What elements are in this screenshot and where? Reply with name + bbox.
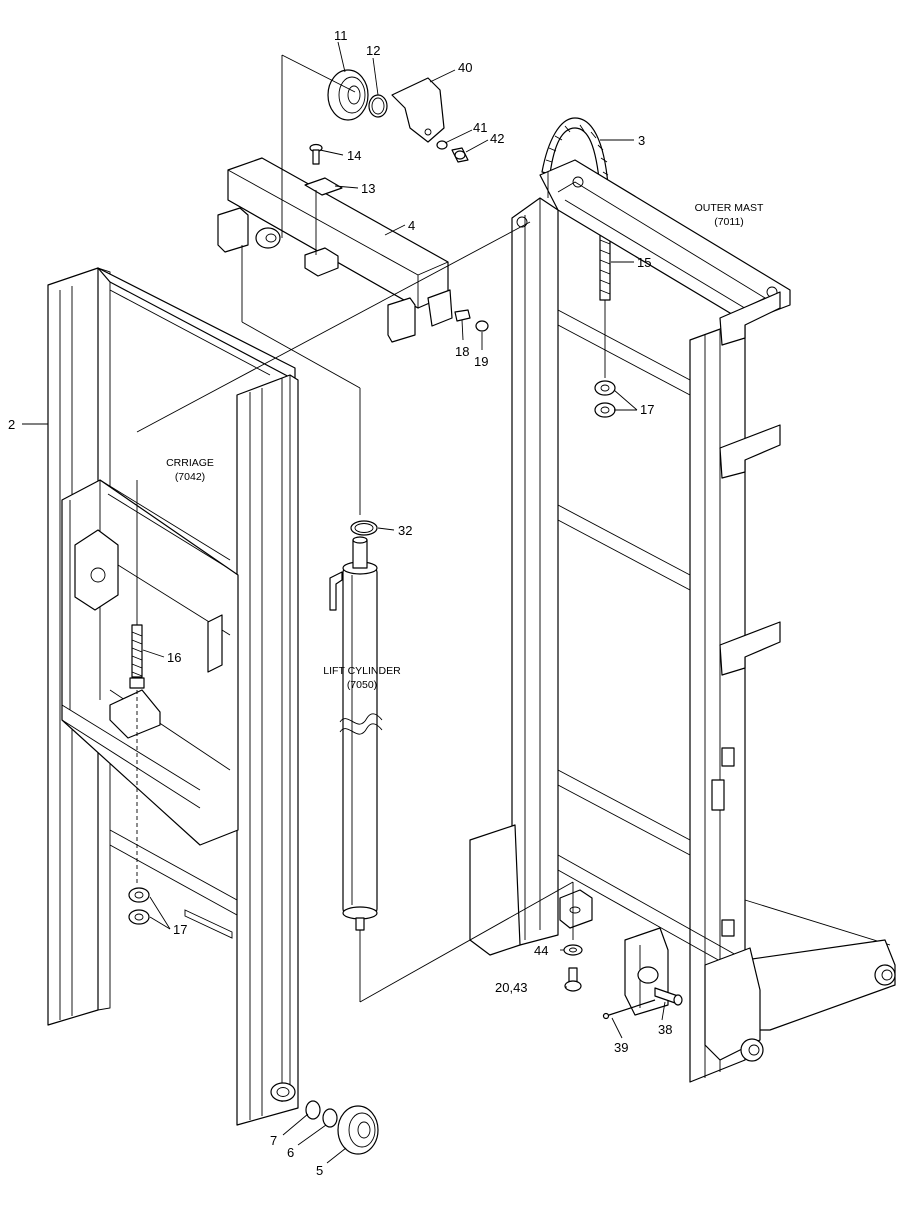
part-number-labels: 11 12 40 41 42 14 13 4 3 15 17 18 19 2 3… — [8, 28, 672, 1178]
tilt-bracket — [624, 927, 669, 1016]
label-part-5: 5 — [316, 1163, 323, 1178]
label-part-41: 41 — [473, 120, 487, 135]
ring-12 — [368, 94, 388, 118]
label-part-7: 7 — [270, 1133, 277, 1148]
label-part-17-right: 17 — [640, 402, 654, 417]
chain-anchor-bolt-16 — [129, 480, 145, 885]
assembly-captions: CRRIAGE (7042) LIFT CYLINDER (7050) OUTE… — [166, 202, 764, 691]
roller-11 — [327, 69, 369, 121]
washer-44 — [563, 944, 583, 956]
label-part-15: 15 — [637, 255, 651, 270]
label-part-39: 39 — [614, 1040, 628, 1055]
carriage-assembly — [61, 479, 239, 846]
nut-19 — [475, 320, 489, 332]
bolt-42 — [451, 147, 469, 163]
lock-nuts-17-left — [128, 887, 150, 925]
label-part-40: 40 — [458, 60, 472, 75]
label-part-13: 13 — [361, 181, 375, 196]
outer-mast-assembly — [469, 159, 896, 1083]
label-part-19: 19 — [474, 354, 488, 369]
carriage-code: (7042) — [175, 471, 205, 483]
o-ring-32 — [350, 520, 378, 536]
cotter-pin-39 — [602, 999, 656, 1020]
lift-cylinder-caption: LIFT CYLINDER — [323, 665, 401, 677]
crosshead-4 — [217, 157, 453, 343]
callout-leaders — [22, 41, 666, 1164]
washer-7 — [305, 1100, 321, 1120]
bracket-40 — [391, 77, 445, 143]
lift-cylinder-assembly — [329, 536, 383, 931]
label-part-16: 16 — [167, 650, 181, 665]
label-part-18: 18 — [455, 344, 469, 359]
bolt-18 — [454, 309, 471, 322]
label-part-6: 6 — [287, 1145, 294, 1160]
label-part-14: 14 — [347, 148, 361, 163]
lift-cylinder-code: (7050) — [347, 679, 377, 691]
outer-mast-code: (7011) — [714, 216, 744, 228]
label-part-20-43: 20,43 — [495, 980, 528, 995]
lock-nuts-17-right — [594, 380, 616, 418]
roller-5 — [337, 1105, 379, 1155]
label-part-3: 3 — [638, 133, 645, 148]
label-part-11: 11 — [334, 28, 348, 43]
pin-38 — [654, 987, 683, 1006]
outer-mast-caption: OUTER MAST — [695, 202, 764, 214]
label-part-12: 12 — [366, 43, 380, 58]
label-part-17-left: 17 — [173, 922, 187, 937]
label-part-4: 4 — [408, 218, 415, 233]
carriage-caption: CRRIAGE — [166, 457, 214, 469]
label-part-32: 32 — [398, 523, 412, 538]
bolt-20-43 — [564, 967, 582, 992]
washer-41 — [436, 140, 448, 150]
label-part-2: 2 — [8, 417, 15, 432]
assembly-lines — [136, 54, 574, 1003]
label-part-44: 44 — [534, 943, 548, 958]
label-part-42: 42 — [490, 131, 504, 146]
screw-14 — [309, 143, 323, 165]
label-part-38: 38 — [658, 1022, 672, 1037]
ring-6 — [322, 1108, 338, 1128]
